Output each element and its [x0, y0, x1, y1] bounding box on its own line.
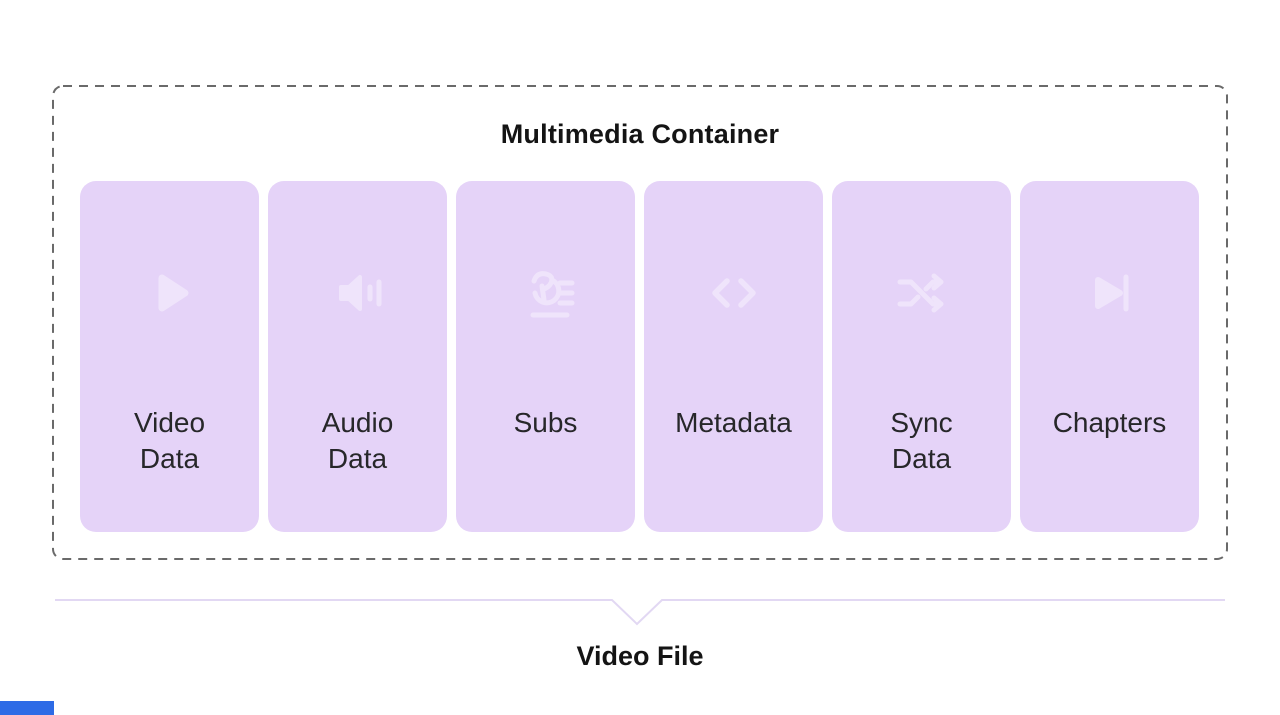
brace-pointer	[55, 599, 1225, 626]
card-sync-data: Sync Data	[832, 181, 1011, 532]
dashed-border	[52, 85, 1228, 560]
card-subs: Subs	[456, 181, 635, 532]
track-cards: Video Data Audio Data	[80, 181, 1199, 532]
subtitles-icon	[456, 261, 635, 325]
card-chapters: Chapters	[1020, 181, 1199, 532]
card-label: Video Data	[133, 407, 206, 474]
card-label: Metadata	[675, 407, 792, 438]
container-title: Multimedia Container	[500, 119, 780, 149]
card-video-data: Video Data	[80, 181, 259, 532]
card-label: Sync Data	[890, 407, 953, 474]
volume-icon	[268, 261, 447, 325]
video-file-caption: Video File	[576, 641, 704, 671]
code-brackets-icon	[644, 261, 823, 325]
multimedia-container-box: Multimedia Container Video Data	[52, 85, 1228, 560]
play-icon	[80, 261, 259, 325]
card-audio-data: Audio Data	[268, 181, 447, 532]
skip-forward-icon	[1020, 261, 1199, 325]
shuffle-icon	[832, 261, 1011, 325]
bottom-left-accent	[0, 701, 54, 715]
card-label: Chapters	[1052, 407, 1167, 438]
card-metadata: Metadata	[644, 181, 823, 532]
card-label: Subs	[513, 407, 578, 438]
card-label: Audio Data	[321, 407, 394, 474]
